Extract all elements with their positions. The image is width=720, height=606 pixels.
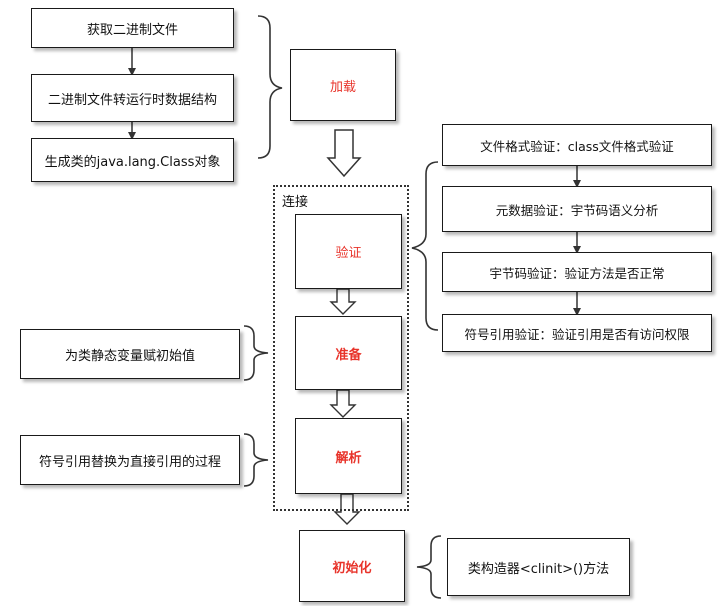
- link-phase-label: 连接: [282, 195, 309, 210]
- stage-verify: 验证: [295, 214, 402, 289]
- verify-step-file-format: 文件格式验证：class文件格式验证: [442, 124, 712, 166]
- brace-prepare: [243, 325, 269, 381]
- hollow-arrow-verify-prepare: [329, 288, 357, 315]
- stage-resolve: 解析: [295, 418, 402, 494]
- verify-step-metadata: 元数据验证：宇节码语义分析: [442, 186, 712, 232]
- brace-init: [416, 535, 442, 599]
- brace-load: [257, 15, 283, 159]
- hollow-arrow-load-link: [326, 129, 362, 178]
- stage-prepare: 准备: [295, 316, 402, 390]
- stage-load: 加载: [290, 49, 396, 121]
- stage-initialize: 初始化: [299, 530, 405, 602]
- init-note: 类构造器<clinit>()方法: [447, 538, 630, 596]
- load-step-get-binary: 获取二进制文件: [31, 8, 234, 48]
- verify-step-symbolic-reference: 符号引用验证：验证引用是否有访问权限: [442, 314, 712, 352]
- verify-step-bytecode: 宇节码验证：验证方法是否正常: [442, 252, 712, 292]
- resolve-note: 符号引用替换为直接引用的过程: [20, 435, 240, 485]
- hollow-arrow-prepare-resolve: [329, 389, 357, 418]
- brace-resolve: [243, 433, 269, 487]
- brace-verify: [411, 161, 439, 331]
- load-step-generate-class-object: 生成类的java.lang.Class对象: [31, 138, 234, 182]
- load-step-binary-to-runtime: 二进制文件转运行时数据结构: [31, 74, 234, 122]
- prepare-note: 为类静态变量赋初始值: [20, 329, 240, 379]
- link-phase-frame: [273, 185, 409, 511]
